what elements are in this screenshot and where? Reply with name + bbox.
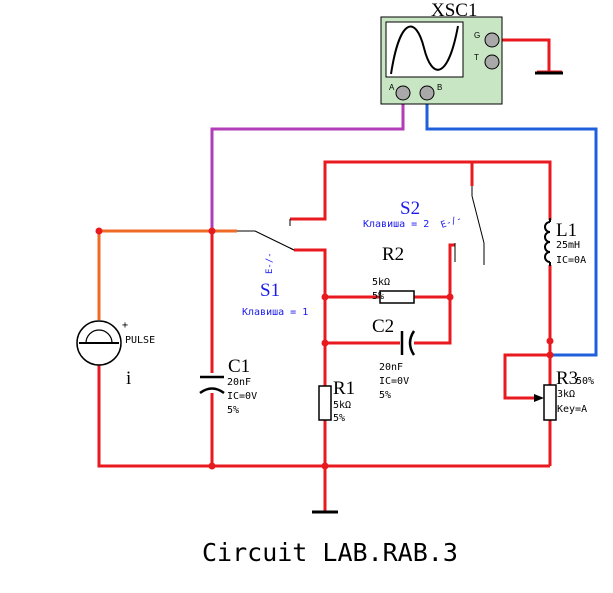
l1-ic: IC=0A xyxy=(556,255,586,266)
junction xyxy=(95,227,103,235)
s1-name: S1 xyxy=(260,280,280,301)
r2-tol: 5% xyxy=(372,291,384,302)
terminal-g[interactable] xyxy=(484,32,500,48)
c1-tol: 5% xyxy=(227,405,239,416)
r2-body xyxy=(379,290,415,304)
terminal-b[interactable] xyxy=(419,85,435,101)
capacitor-c2[interactable]: C2 20nF IC=0V 5% xyxy=(372,316,416,401)
pulse-source-polarity: + xyxy=(122,320,128,331)
wire-s1-contact-top xyxy=(290,160,552,221)
l1-name: L1 xyxy=(556,220,577,241)
c1-value: 20nF xyxy=(227,377,251,388)
oscilloscope[interactable]: A B G T XSC1 xyxy=(380,0,503,105)
r3-body xyxy=(543,384,557,421)
s1-contact-bottom-stub xyxy=(289,247,295,251)
c2-value: 20nF xyxy=(379,362,403,373)
r3-wiper-arrow xyxy=(534,394,544,402)
capacitor-c1[interactable]: C1 20nF IC=0V 5% xyxy=(199,356,257,416)
pulse-source-type: PULSE xyxy=(125,335,155,346)
r1-name: R1 xyxy=(333,378,355,399)
c1-plate-bottom xyxy=(199,387,225,395)
r3-value: 3kΩ xyxy=(557,389,575,400)
terminal-a[interactable] xyxy=(395,85,411,101)
sine-wave-icon xyxy=(390,25,459,75)
c2-ic: IC=0V xyxy=(379,376,409,387)
wire-r3-wiper xyxy=(503,353,550,400)
pulse-source[interactable]: + PULSE i xyxy=(76,320,155,389)
s2-key-label: Клавиша = 2 xyxy=(363,219,429,230)
r3-pct: 50% xyxy=(576,376,594,387)
junction xyxy=(208,462,216,470)
r1-body xyxy=(318,385,332,421)
junction xyxy=(321,339,329,347)
junction xyxy=(446,293,454,301)
r3-key: Key=A xyxy=(557,404,587,415)
junction xyxy=(546,351,554,359)
junction xyxy=(208,227,216,235)
resistor-r1[interactable]: R1 5kΩ 5% xyxy=(318,378,355,424)
wire-scope-g xyxy=(500,38,551,72)
l1-coil xyxy=(544,221,551,263)
r1-tol: 5% xyxy=(333,413,345,424)
pulse-source-name: i xyxy=(126,368,131,389)
r2-name: R2 xyxy=(382,244,404,265)
r2-value: 5kΩ xyxy=(372,277,390,288)
terminal-g-label: G xyxy=(474,31,480,40)
c1-name: C1 xyxy=(228,356,250,377)
wire-probe-b xyxy=(425,102,598,357)
resistor-r2[interactable]: R2 5kΩ 5% xyxy=(372,244,415,304)
terminal-t[interactable] xyxy=(484,54,500,70)
pulse-source-arc xyxy=(85,329,113,344)
wire-s1-contact-bottom xyxy=(294,248,327,386)
c2-plate-right xyxy=(408,330,416,356)
wire-source-bottom xyxy=(97,365,550,468)
c1-ic: IC=0V xyxy=(227,391,257,402)
s2-key-char: E-/- xyxy=(440,214,464,231)
s2-blade xyxy=(471,195,485,244)
wire-probe-a xyxy=(210,102,405,231)
switch-s2[interactable]: E-/- S2 Клавиша = 2 xyxy=(363,186,485,265)
terminal-a-label: A xyxy=(389,83,395,92)
s2-name: S2 xyxy=(400,198,420,219)
inductor-l1[interactable]: L1 25mH IC=0A xyxy=(544,218,586,266)
s1-key-char: E-/- xyxy=(265,252,275,274)
terminal-b-label: B xyxy=(437,83,442,92)
potentiometer-r3[interactable]: R3 50% 3kΩ Key=A xyxy=(534,368,594,421)
wires xyxy=(97,38,598,512)
r1-value: 5kΩ xyxy=(333,400,351,411)
r3-name: R3 xyxy=(556,368,578,389)
junction xyxy=(321,462,329,470)
circuit-caption: Circuit LAB.RAB.3 xyxy=(202,538,458,567)
c2-tol: 5% xyxy=(379,390,391,401)
oscilloscope-name: XSC1 xyxy=(431,0,477,21)
junctions xyxy=(95,227,554,470)
s1-key-label: Клавиша = 1 xyxy=(242,307,308,318)
terminal-t-label: T xyxy=(474,53,479,62)
l1-value: 25mH xyxy=(556,240,580,251)
junction xyxy=(321,293,329,301)
s1-blade xyxy=(254,230,295,251)
c2-name: C2 xyxy=(372,316,394,337)
switch-s1[interactable]: E-/- S1 Клавиша = 1 xyxy=(237,219,308,318)
junction xyxy=(546,337,554,345)
